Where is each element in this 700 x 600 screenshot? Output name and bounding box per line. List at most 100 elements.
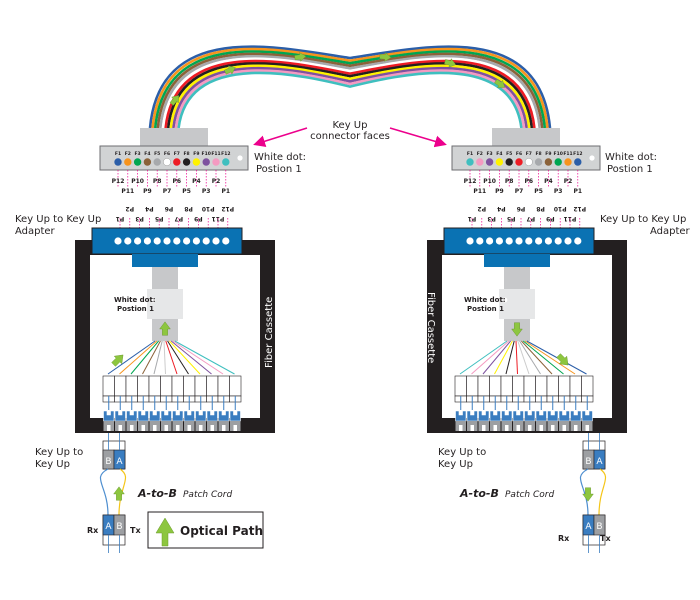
right-fanout-fiber-black bbox=[505, 340, 515, 375]
right-lc-port-notch bbox=[482, 425, 486, 431]
right-mpo-boot bbox=[492, 128, 560, 146]
left-adapter-label-2: Adapter bbox=[15, 226, 56, 237]
left-patch-cord-arrow-icon bbox=[113, 486, 125, 501]
right-adapter-pin-label: P6 bbox=[517, 205, 526, 212]
right-adapter-port-dot bbox=[544, 237, 553, 245]
right-duplex-label-1: Key Up to bbox=[438, 447, 486, 458]
right-pin-label: P3 bbox=[554, 188, 563, 195]
left-adapter-port-dot bbox=[212, 237, 220, 245]
right-lc-module-cell bbox=[454, 375, 467, 397]
arrow-shape bbox=[494, 78, 506, 88]
right-fiber-dot-green bbox=[554, 158, 562, 166]
left-lc-module-cell bbox=[102, 375, 115, 397]
left-fiber-label-F3: F3 bbox=[134, 151, 140, 157]
left-lc-port-notch bbox=[187, 425, 191, 431]
left-fanout-fiber-red bbox=[165, 340, 178, 375]
right-duplex-port-a-label: A bbox=[596, 457, 603, 467]
left-pin-label: P1 bbox=[222, 188, 231, 195]
left-fanout-fiber-rose bbox=[172, 340, 224, 375]
right-pin-label: P12 bbox=[464, 178, 477, 185]
left-lc-port-notch bbox=[130, 425, 134, 431]
trunk-direction-arrow-icon bbox=[294, 52, 307, 62]
right-inner-arrow-icon bbox=[511, 322, 523, 337]
left-lc-port-notch bbox=[199, 425, 203, 431]
left-patch-cord-yellow bbox=[118, 468, 126, 516]
arrow-shape bbox=[444, 58, 457, 68]
left-adapter-pin-label: P6 bbox=[165, 205, 174, 212]
right-adapter-port-dot bbox=[486, 237, 494, 245]
right-tx-port-label: B bbox=[596, 522, 602, 532]
right-adapter-port-dot bbox=[515, 237, 523, 245]
right-fanout-fiber-rose bbox=[471, 340, 510, 375]
left-mpo-connector-face bbox=[99, 145, 249, 171]
left-fanout-fiber-violet bbox=[170, 340, 212, 375]
left-lc-port-notch bbox=[233, 425, 237, 431]
left-fanout-fiber-green bbox=[130, 340, 159, 375]
right-lc-module-cell bbox=[512, 375, 525, 397]
left-lc-port-blue bbox=[195, 410, 207, 422]
right-fanout-fiber-red bbox=[515, 340, 518, 375]
trunk-fiber-red bbox=[164, 59, 536, 129]
left-fiber-dot-rose bbox=[212, 158, 220, 166]
trunk-fiber-black bbox=[166, 62, 534, 129]
right-fiber-label-F7: F7 bbox=[526, 151, 532, 157]
right-lc-module-cell bbox=[466, 375, 479, 397]
left-adapter-port-dot bbox=[173, 237, 181, 245]
arrow-shape bbox=[294, 52, 307, 62]
right-lc-port-notch bbox=[505, 425, 509, 431]
left-duplex-port-b-label: B bbox=[105, 457, 111, 467]
right-fanout-fiber-slate bbox=[519, 340, 541, 375]
right-fiber-dot-black bbox=[505, 158, 513, 166]
right-adapter-port-dot bbox=[525, 237, 533, 245]
trunk-fiber-white bbox=[161, 57, 539, 129]
trunk-direction-arrow-icon bbox=[379, 52, 392, 62]
right-lc-port-notch bbox=[574, 425, 578, 431]
trunk-fiber-yellow bbox=[169, 64, 531, 129]
trunk-direction-arrow-icon bbox=[494, 78, 506, 88]
right-lc-port-notch bbox=[493, 425, 497, 431]
left-inner-connector-boot bbox=[152, 267, 178, 289]
left-lc-port-notch bbox=[164, 425, 168, 431]
right-lc-module-cell bbox=[546, 375, 559, 397]
right-duplex-label-2: Key Up bbox=[438, 459, 473, 470]
left-pin-label: P12 bbox=[112, 178, 125, 185]
right-adapter-port-dot bbox=[564, 237, 572, 245]
left-inner-arrow-icon bbox=[159, 321, 171, 336]
trunk-fiber-green bbox=[153, 50, 547, 129]
right-rx-label: Rx bbox=[558, 534, 570, 543]
left-adapter-port-dot bbox=[202, 237, 210, 245]
right-lc-module-cell bbox=[523, 375, 536, 397]
right-fanout-fiber-yellow bbox=[494, 340, 513, 375]
left-lc-module-cell bbox=[114, 375, 127, 397]
right-inner-white-dot bbox=[502, 297, 508, 303]
right-fiber-label-F2: F2 bbox=[477, 151, 483, 157]
callout-arrow-left bbox=[253, 127, 308, 148]
trunk-fiber-aqua bbox=[177, 71, 523, 129]
right-adapter-label-1: Key Up to Key Up bbox=[600, 214, 686, 225]
callout-arrow-right bbox=[389, 127, 447, 148]
right-lc-port-notch bbox=[470, 425, 474, 431]
left-fiber-dot-green bbox=[133, 158, 142, 166]
left-patch-cord-blue bbox=[99, 468, 109, 516]
left-lc-module-cell bbox=[194, 375, 207, 397]
left-tx-port-label: B bbox=[116, 522, 122, 532]
right-lc-port-blue bbox=[558, 410, 570, 422]
left-fanout-fiber-brown bbox=[142, 340, 161, 375]
left-fanout-fiber-blue bbox=[107, 340, 156, 375]
left-fanout-fiber-slate bbox=[153, 340, 163, 375]
right-adapter-pin-label: P4 bbox=[497, 205, 506, 212]
right-patch-cord-blue bbox=[579, 468, 589, 516]
left-duplex-label-1: Key Up to bbox=[35, 447, 83, 458]
right-fiber-label-F5: F5 bbox=[506, 151, 512, 157]
left-labels: White dot: Postion 1 Key Up to Key Up Ad… bbox=[15, 152, 306, 535]
right-lc-port-notch bbox=[551, 425, 555, 431]
callout-line2: connector faces bbox=[310, 131, 390, 142]
left-fanout-fiber-yellow bbox=[169, 340, 201, 375]
trunk-fiber-violet bbox=[172, 66, 528, 129]
right-adapter-port-dot bbox=[505, 237, 513, 245]
trunk-fiber-brown bbox=[156, 52, 544, 129]
right-adapter-pin-label: P10 bbox=[554, 205, 567, 212]
left-adapter-port-dot bbox=[114, 237, 122, 245]
arrow-shape bbox=[379, 52, 392, 62]
